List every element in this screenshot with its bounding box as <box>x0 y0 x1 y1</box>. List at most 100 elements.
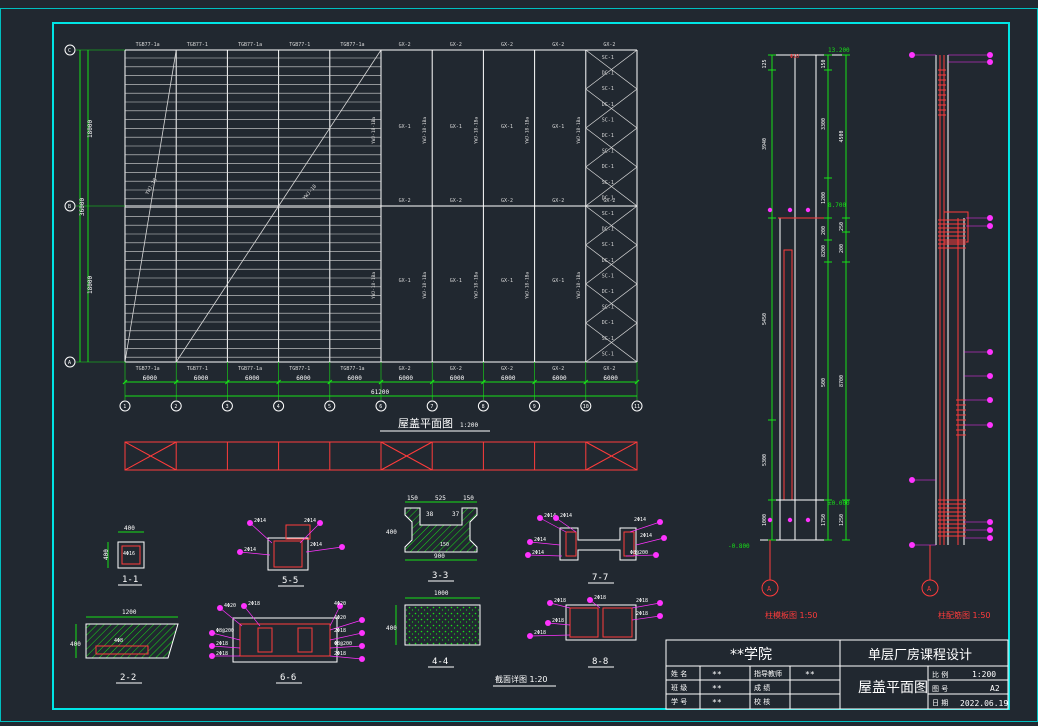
axis-bubble-6[interactable]: 6 <box>375 400 387 412</box>
svg-text:2Φ18: 2Φ18 <box>216 651 228 657</box>
svg-text:GX-2: GX-2 <box>450 366 462 372</box>
svg-text:2Φ14: 2Φ14 <box>560 513 572 519</box>
svg-text:GX-2: GX-2 <box>603 366 615 372</box>
axis-bubble-9[interactable]: 9 <box>529 400 541 412</box>
row-bubble-B[interactable]: B <box>64 200 76 212</box>
svg-text:8200: 8200 <box>821 245 827 257</box>
tb-value-date: 2022.06.19 <box>960 699 1008 708</box>
tb-label-check: 校 核 <box>754 697 770 706</box>
s22-dim-w: 1200 <box>122 609 137 616</box>
svg-text:2Φ14: 2Φ14 <box>244 547 256 553</box>
axis-bubble-4[interactable]: 4 <box>273 400 285 412</box>
tb-value-id[interactable]: ** <box>712 698 722 707</box>
plan-title: 屋盖平面图 <box>398 416 453 430</box>
svg-text:DC-1: DC-1 <box>602 289 614 295</box>
svg-text:TGB77-1a: TGB77-1a <box>238 366 262 372</box>
svg-text:GX-2: GX-2 <box>399 42 411 48</box>
svg-text:2Φ14: 2Φ14 <box>310 542 322 548</box>
section-1-1[interactable]: 400 400 4Φ16 1-1 <box>103 525 145 586</box>
svg-text:TGB77-1a: TGB77-1a <box>238 42 262 48</box>
svg-text:GX-2: GX-2 <box>399 198 411 204</box>
tb-value-sheet: A2 <box>990 684 1000 693</box>
axis-bubble-3[interactable]: 3 <box>221 400 233 412</box>
svg-text:6000: 6000 <box>603 375 618 382</box>
s33-label: 3-3 <box>432 571 448 581</box>
svg-text:6000: 6000 <box>552 375 567 382</box>
elev-mid: 8.700 <box>828 202 846 209</box>
svg-text:SC-1: SC-1 <box>602 336 614 342</box>
axis-bubble-10[interactable]: 10 <box>580 400 592 412</box>
plan-axis-bubbles[interactable]: 1 2 3 4 5 6 7 8 9 10 11 C B A <box>64 44 643 412</box>
svg-text:2Φ14: 2Φ14 <box>634 517 646 523</box>
svg-text:GX-2: GX-2 <box>552 198 564 204</box>
svg-text:GX-1: GX-1 <box>552 278 564 284</box>
svg-text:10: 10 <box>583 404 589 410</box>
svg-text:4Φ20: 4Φ20 <box>334 601 346 607</box>
section-3-3[interactable]: 150 525 150 38 37 900 400 150 3-3 <box>386 495 478 582</box>
svg-text:GX-2: GX-2 <box>399 366 411 372</box>
row-bubble-A[interactable]: A <box>64 356 76 368</box>
crane-beam-elevation[interactable] <box>124 441 638 471</box>
svg-text:GX-1: GX-1 <box>399 278 411 284</box>
s33-inner-2: 37 <box>452 511 460 518</box>
s88-label: 8-8 <box>592 657 608 667</box>
axis-bubble-11[interactable]: 11 <box>631 400 643 412</box>
tb-value-name[interactable]: ** <box>712 670 722 679</box>
svg-text:2Φ14: 2Φ14 <box>640 533 652 539</box>
svg-text:GX-2: GX-2 <box>603 198 615 204</box>
axis-bubble-5[interactable]: 5 <box>324 400 336 412</box>
svg-text:C: C <box>68 48 71 54</box>
svg-text:3940: 3940 <box>762 138 768 150</box>
svg-text:4: 4 <box>277 404 280 410</box>
s33-dim-side: 150 <box>440 542 449 548</box>
axis-bubble-1[interactable]: 1 <box>119 400 131 412</box>
section-2-2[interactable]: 1200 400 4Φ8 2-2 <box>70 609 179 684</box>
svg-text:2Φ18: 2Φ18 <box>636 598 648 604</box>
svg-text:TGB77-1: TGB77-1 <box>289 366 310 372</box>
s33-inner-1: 38 <box>426 511 434 518</box>
axis-bubble-7[interactable]: 7 <box>426 400 438 412</box>
svg-text:18000: 18000 <box>87 120 94 138</box>
s22-note: 4Φ8 <box>114 638 123 644</box>
row-bubble-C[interactable]: C <box>64 44 76 56</box>
svg-text:1: 1 <box>123 404 126 410</box>
svg-text:5450: 5450 <box>762 313 768 325</box>
svg-text:YWJ-18-1Ba: YWJ-18-1Ba <box>525 117 531 144</box>
tb-label-id: 学 号 <box>671 697 687 706</box>
column-rebar-elevation[interactable]: A 柱配筋图 1:50 <box>909 52 993 620</box>
svg-text:1250: 1250 <box>839 514 845 526</box>
tb-value-teacher[interactable]: ** <box>805 670 815 679</box>
s11-note: 4Φ16 <box>123 551 135 557</box>
svg-text:8700: 8700 <box>839 375 845 387</box>
svg-text:36000: 36000 <box>79 198 86 216</box>
tb-label-class: 班 级 <box>671 683 687 692</box>
section-4-4[interactable]: 1000 400 4-4 <box>386 590 481 668</box>
tb-value-class[interactable]: ** <box>712 684 722 693</box>
plan-purlins <box>125 57 381 358</box>
svg-text:GX-2: GX-2 <box>552 366 564 372</box>
title-block[interactable]: **学院 单层厂房课程设计 屋盖平面图 姓 名 班 级 学 号 ** ** **… <box>665 639 1009 710</box>
s11-label: 1-1 <box>122 575 138 585</box>
svg-text:250: 250 <box>839 222 845 231</box>
svg-text:2Φ18: 2Φ18 <box>552 618 564 624</box>
s22-label: 2-2 <box>120 673 136 683</box>
svg-text:GX-1: GX-1 <box>450 278 462 284</box>
svg-text:Φ8@200: Φ8@200 <box>630 550 648 556</box>
svg-text:TGB77-1: TGB77-1 <box>187 366 208 372</box>
svg-text:500: 500 <box>821 378 827 387</box>
section-details[interactable]: 400 400 4Φ16 1-1 1200 400 4Φ8 2-2 150 52… <box>70 495 667 687</box>
axis-bubble-8[interactable]: 8 <box>477 400 489 412</box>
axis-bubble-2[interactable]: 2 <box>170 400 182 412</box>
tb-value-scale: 1:200 <box>972 670 996 679</box>
column-elevation[interactable]: 1253940545053001000150330012002008200500… <box>728 47 850 620</box>
s66-label: 6-6 <box>280 673 296 683</box>
s11-dim-w: 400 <box>124 525 135 532</box>
svg-text:YWJ-18-1Ba: YWJ-18-1Ba <box>473 117 479 144</box>
